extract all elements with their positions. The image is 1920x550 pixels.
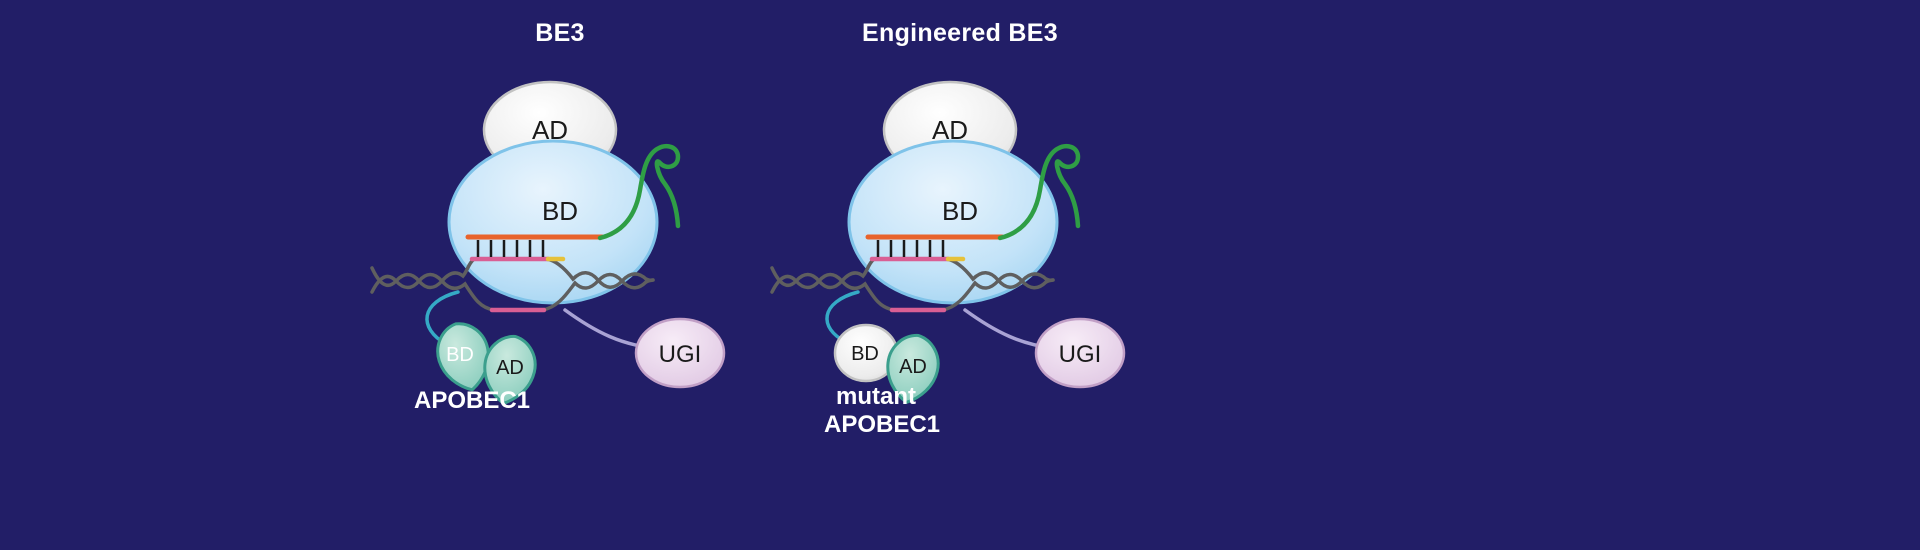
apobec1-bd-label: BD: [851, 343, 879, 365]
cas9-ad-label: AD: [932, 115, 968, 145]
panel-engineered-be3: Engineered BE3: [760, 14, 1160, 504]
cas9-bd-label: BD: [542, 196, 578, 226]
engineered-be3-diagram: BD AD UGI AD BD mutant APOBEC1: [770, 80, 1126, 438]
dna-double-helix: [370, 257, 655, 312]
apobec1-name-line1: mutant: [836, 383, 916, 410]
sgrna-scaffold: [997, 144, 1081, 241]
r-loop: [865, 234, 1005, 313]
apobec-linker: [825, 290, 860, 344]
cas9-ad-label: AD: [532, 115, 568, 145]
ugi-label: UGI: [1059, 341, 1102, 368]
apobec1-group: BD AD: [436, 322, 537, 405]
apobec1-ad-label: AD: [899, 356, 927, 378]
dna-strand-top: [944, 257, 1055, 289]
dna-strand-bottom: [770, 272, 896, 312]
panel-title: BE3: [535, 19, 585, 47]
dna-double-helix: [770, 257, 1055, 312]
dna-strand-top: [370, 257, 476, 290]
be3-diagram: BD AD UGI AD BD APOBEC1: [370, 80, 726, 414]
mutant-apobec1-group: BD AD: [833, 323, 940, 404]
apobec1-name-line2: APOBEC1: [824, 411, 940, 438]
dna-strand-top: [544, 257, 655, 289]
dna-strand-top: [770, 257, 876, 290]
ugi-label: UGI: [659, 341, 702, 368]
sgrna-scaffold: [597, 144, 681, 241]
ugi-domain: [1034, 317, 1126, 389]
dna-strand-bottom: [540, 272, 655, 312]
base-pairing-marks: [476, 240, 545, 257]
dna-strand-bottom: [940, 272, 1055, 312]
panel-be3: BE3: [360, 14, 760, 504]
apobec1-name: APOBEC1: [414, 387, 530, 414]
apobec1-bd-label: BD: [446, 344, 474, 366]
panel-title: Engineered BE3: [862, 19, 1058, 47]
ugi-domain: [634, 317, 726, 389]
apobec1-ad-lobe: [483, 334, 537, 405]
base-pairing-marks: [876, 240, 945, 257]
cas9-bd-label: BD: [942, 196, 978, 226]
r-loop: [465, 234, 605, 313]
cas9-bd-domain: [447, 139, 659, 305]
apobec1-ad-lobe: [886, 333, 940, 404]
cas9-bd-domain: [847, 139, 1059, 305]
apobec1-ad-label: AD: [496, 357, 524, 379]
dna-strand-bottom: [370, 272, 496, 312]
apobec-linker: [425, 290, 460, 346]
apobec1-bd-lobe: [436, 322, 490, 392]
